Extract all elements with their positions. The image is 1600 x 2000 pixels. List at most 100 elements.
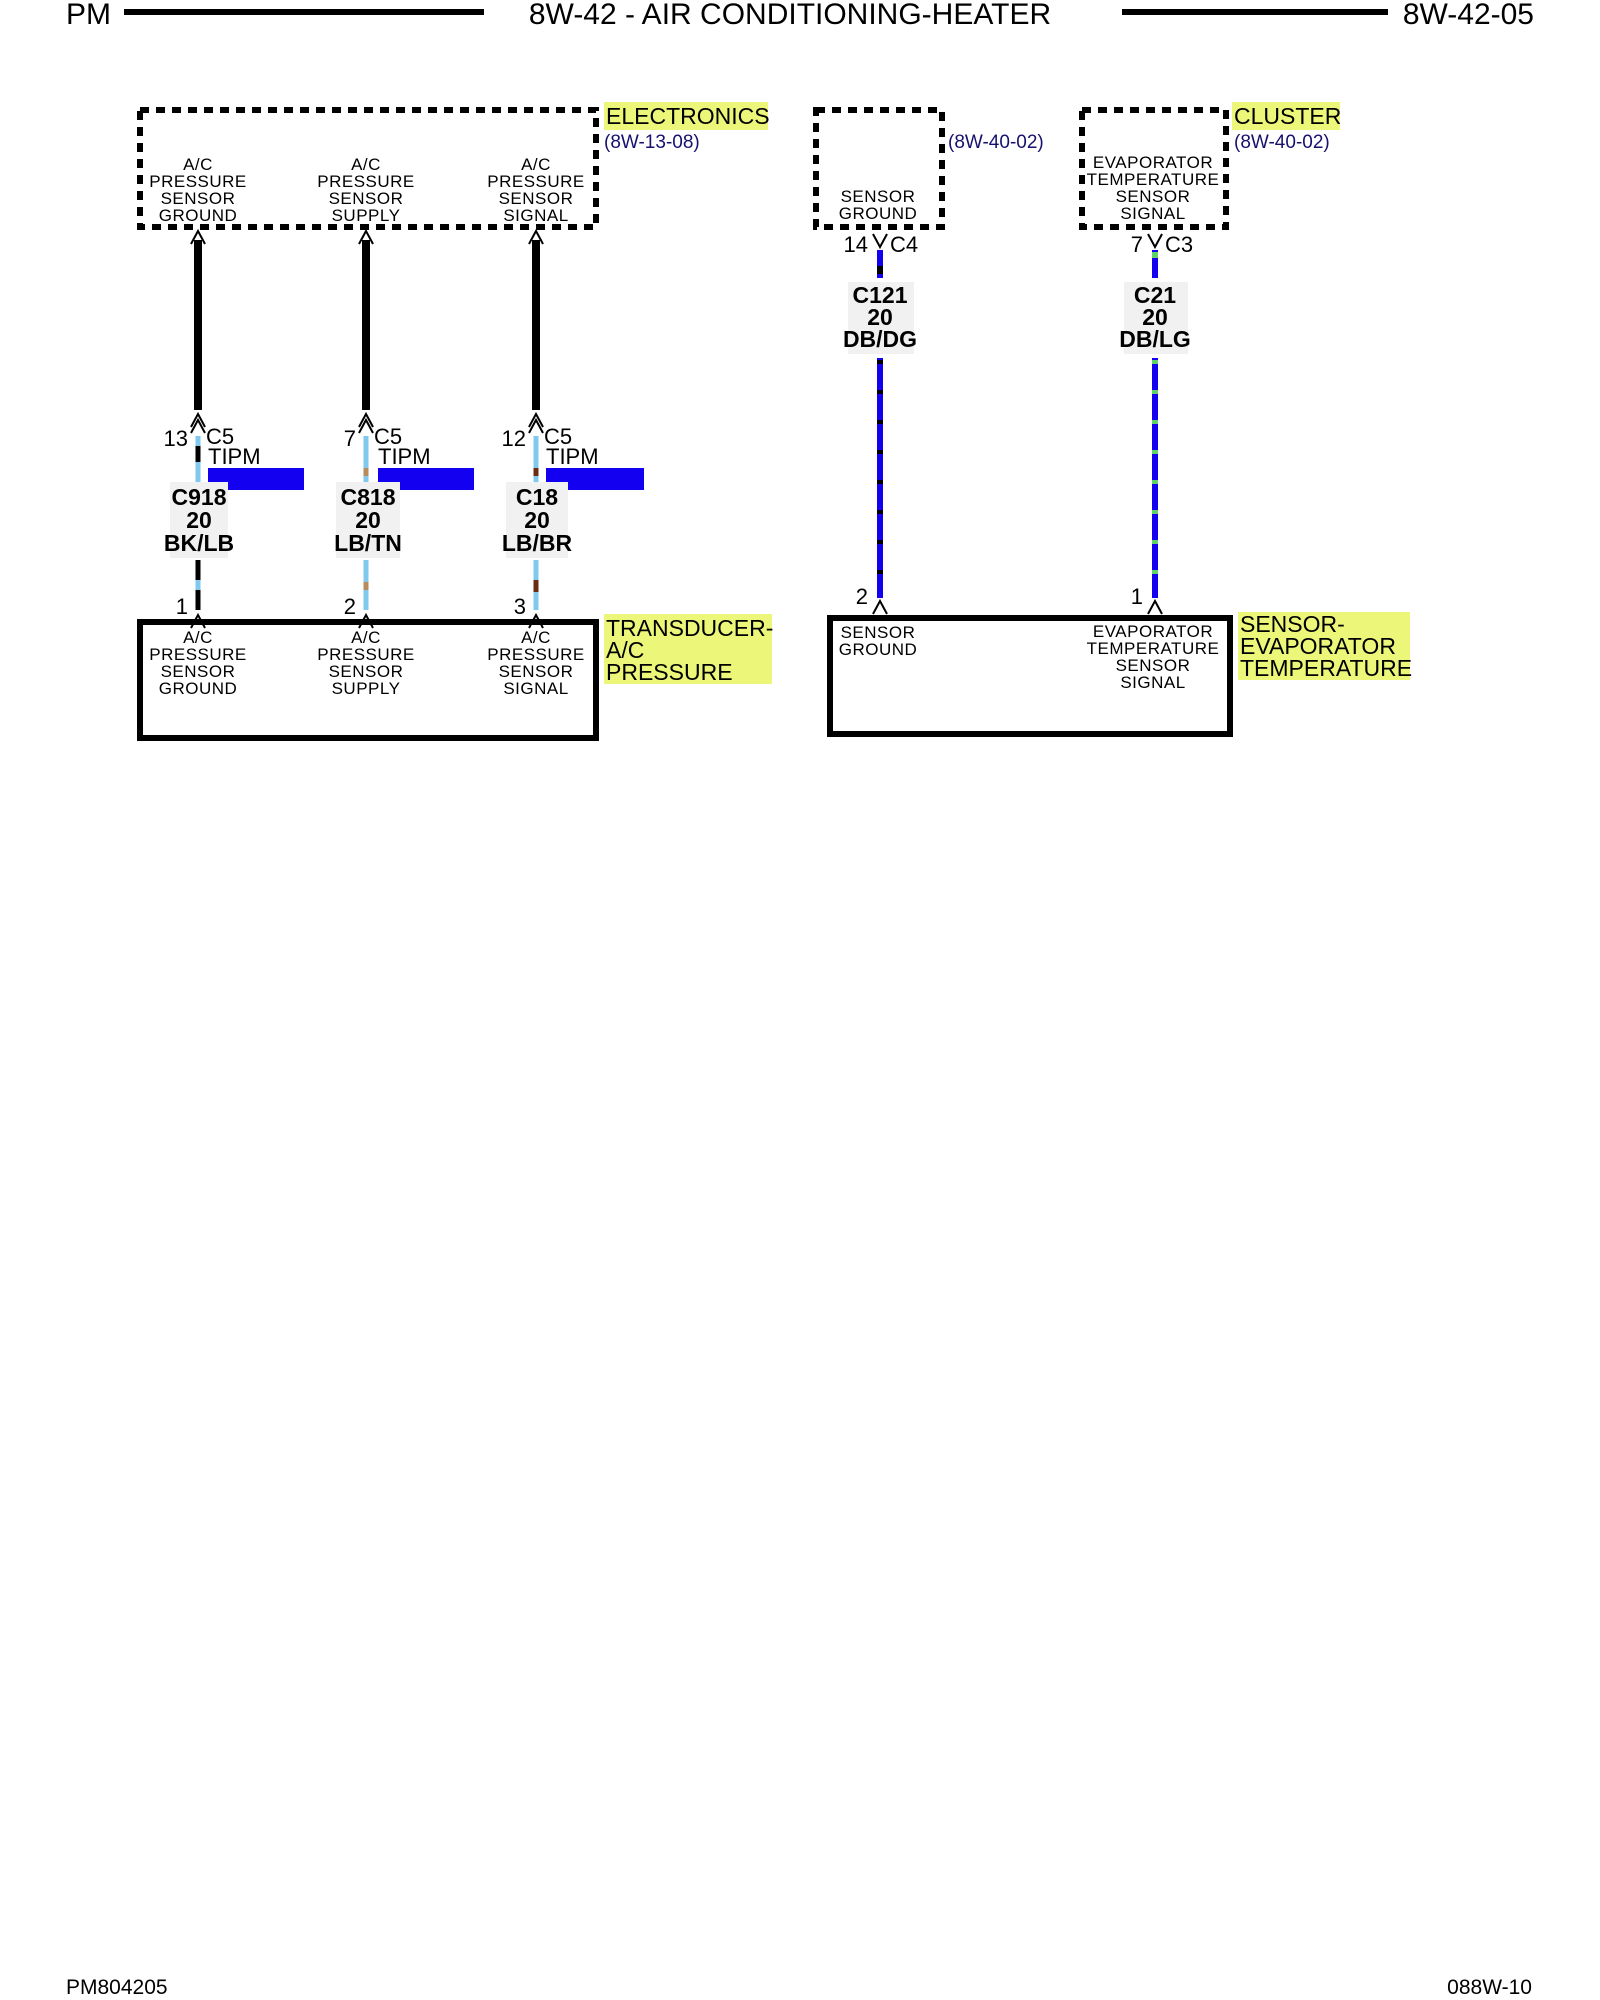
pin-label: SENSOR [499, 189, 574, 208]
top-pin-number: 7 [1131, 232, 1143, 257]
circuit-id: C18 [516, 484, 558, 510]
pin-label: SENSOR [1116, 187, 1191, 206]
pin-label: PRESSURE [317, 172, 415, 191]
pin-label: SIGNAL [503, 206, 568, 225]
module-bar [378, 468, 474, 490]
pin-label: A/C [521, 155, 551, 174]
bottom-pin-number: 1 [1131, 584, 1143, 609]
pin-label: TEMPERATURE [1087, 639, 1220, 658]
pin-label: TEMPERATURE [1087, 170, 1220, 189]
connector-symbol-icon [528, 411, 544, 428]
circuit-id: C121 [853, 282, 908, 308]
top-pin-number: 7 [344, 426, 356, 451]
bottom-pin-number: 2 [344, 594, 356, 619]
pin-label: SIGNAL [503, 679, 568, 698]
bottom-pin-number: 2 [856, 584, 868, 609]
pin-label: PRESSURE [487, 172, 585, 191]
cluster-outline [1079, 107, 1229, 230]
transducer-name-2: A/C [606, 637, 644, 663]
circuit-c818: 7 C5 TIPM C818 20 LB/TN 2 [334, 228, 474, 629]
pin-label: EVAPORATOR [1093, 153, 1213, 172]
page-header: PM 8W-42 - AIR CONDITIONING-HEATER 8W-42… [66, 0, 1534, 31]
transducer-name-1: TRANSDUCER- [606, 615, 773, 641]
pin-label: SIGNAL [1120, 673, 1185, 692]
highlight-bg [1238, 612, 1410, 680]
evap-sensor-component: SENSOR GROUND EVAPORATOR TEMPERATURE SEN… [827, 611, 1412, 737]
connector-symbol-icon [190, 417, 206, 434]
wire-gauge: 20 [355, 507, 381, 533]
transducer-outline [137, 619, 599, 741]
top-connector-id: C4 [890, 232, 918, 257]
module-name: TIPM [208, 444, 261, 469]
connector-symbol-icon [190, 228, 206, 245]
wire-gauge: 20 [524, 507, 550, 533]
transducer-component: A/C PRESSURE SENSOR GROUND A/C PRESSURE … [137, 614, 773, 741]
circuit-id: C818 [341, 484, 396, 510]
module-name: TIPM [378, 444, 431, 469]
connector-symbol-icon [190, 612, 206, 629]
pin-label: SUPPLY [332, 679, 401, 698]
connector-symbol-icon [1147, 233, 1163, 250]
top-connector-id: C5 [374, 424, 402, 449]
header-right: 8W-42-05 [1403, 0, 1534, 31]
wire-color: DB/DG [843, 326, 917, 352]
pin-label: GROUND [159, 206, 238, 225]
top-connector-id: C3 [1165, 232, 1193, 257]
connector-symbol-icon [872, 598, 888, 615]
wire-gauge: 20 [867, 304, 893, 330]
pin-label: SENSOR [1116, 656, 1191, 675]
connector-symbol-icon [358, 612, 374, 629]
circuit-c21: C21 20 DB/LG 7 C3 1 [1119, 232, 1193, 615]
module-name: TIPM [546, 444, 599, 469]
wire-color: LB/TN [334, 530, 402, 556]
cluster-c4-module: SENSOR GROUND (8W-40-02) [813, 107, 1044, 230]
highlight-bg [604, 102, 768, 130]
top-pin-number: 13 [164, 426, 188, 451]
pin-label: SENSOR [841, 623, 916, 642]
evap-sensor-outline [827, 615, 1233, 737]
top-pin-number: 14 [844, 232, 868, 257]
label-bg [1124, 282, 1188, 354]
connector-symbol-icon [358, 411, 374, 428]
pin-label: SENSOR [161, 662, 236, 681]
bottom-pin-number: 3 [514, 594, 526, 619]
cluster-module: EVAPORATOR TEMPERATURE SENSOR SIGNAL CLU… [1079, 102, 1341, 230]
evap-sensor-name-1: SENSOR- [1240, 611, 1345, 637]
label-bg [848, 282, 914, 354]
pin-label: A/C [351, 628, 381, 647]
label-bg [506, 482, 568, 558]
connector-symbol-icon [528, 417, 544, 434]
transducer-name-3: PRESSURE [606, 659, 733, 685]
wire-color: BK/LB [164, 530, 234, 556]
pin-label: EVAPORATOR [1093, 622, 1213, 641]
pin-label: SENSOR [161, 189, 236, 208]
cluster-c4-outline [813, 107, 945, 230]
connector-symbol-icon [528, 228, 544, 245]
label-bg [336, 482, 400, 558]
circuit-c18: 12 C5 TIPM C18 20 LB/BR 3 [502, 228, 644, 629]
pin-label: SENSOR [499, 662, 574, 681]
connector-symbol-icon [358, 228, 374, 245]
pin-label: A/C [521, 628, 551, 647]
cluster-name: CLUSTER [1234, 103, 1341, 129]
label-bg [170, 482, 228, 558]
highlight-bg [1232, 102, 1340, 130]
connector-symbol-icon [872, 233, 888, 250]
electronics-outline [137, 107, 599, 230]
pin-label: A/C [183, 628, 213, 647]
pin-label: PRESSURE [149, 172, 247, 191]
pin-label: PRESSURE [149, 645, 247, 664]
bottom-pin-number: 1 [176, 594, 188, 619]
connector-symbol-icon [190, 411, 206, 428]
evap-sensor-name-3: TEMPERATURE [1240, 655, 1412, 681]
electronics-module: A/C PRESSURE SENSOR GROUND A/C PRESSURE … [137, 102, 770, 230]
pin-label: PRESSURE [317, 645, 415, 664]
circuit-c918: 13 C5 TIPM C918 20 BK/LB 1 [164, 228, 304, 629]
pin-label: GROUND [839, 640, 918, 659]
header-left: PM [66, 0, 111, 31]
header-title: 8W-42 - AIR CONDITIONING-HEATER [529, 0, 1051, 31]
wire-gauge: 20 [186, 507, 212, 533]
connector-symbol-icon [528, 612, 544, 629]
pin-label: SUPPLY [332, 206, 401, 225]
